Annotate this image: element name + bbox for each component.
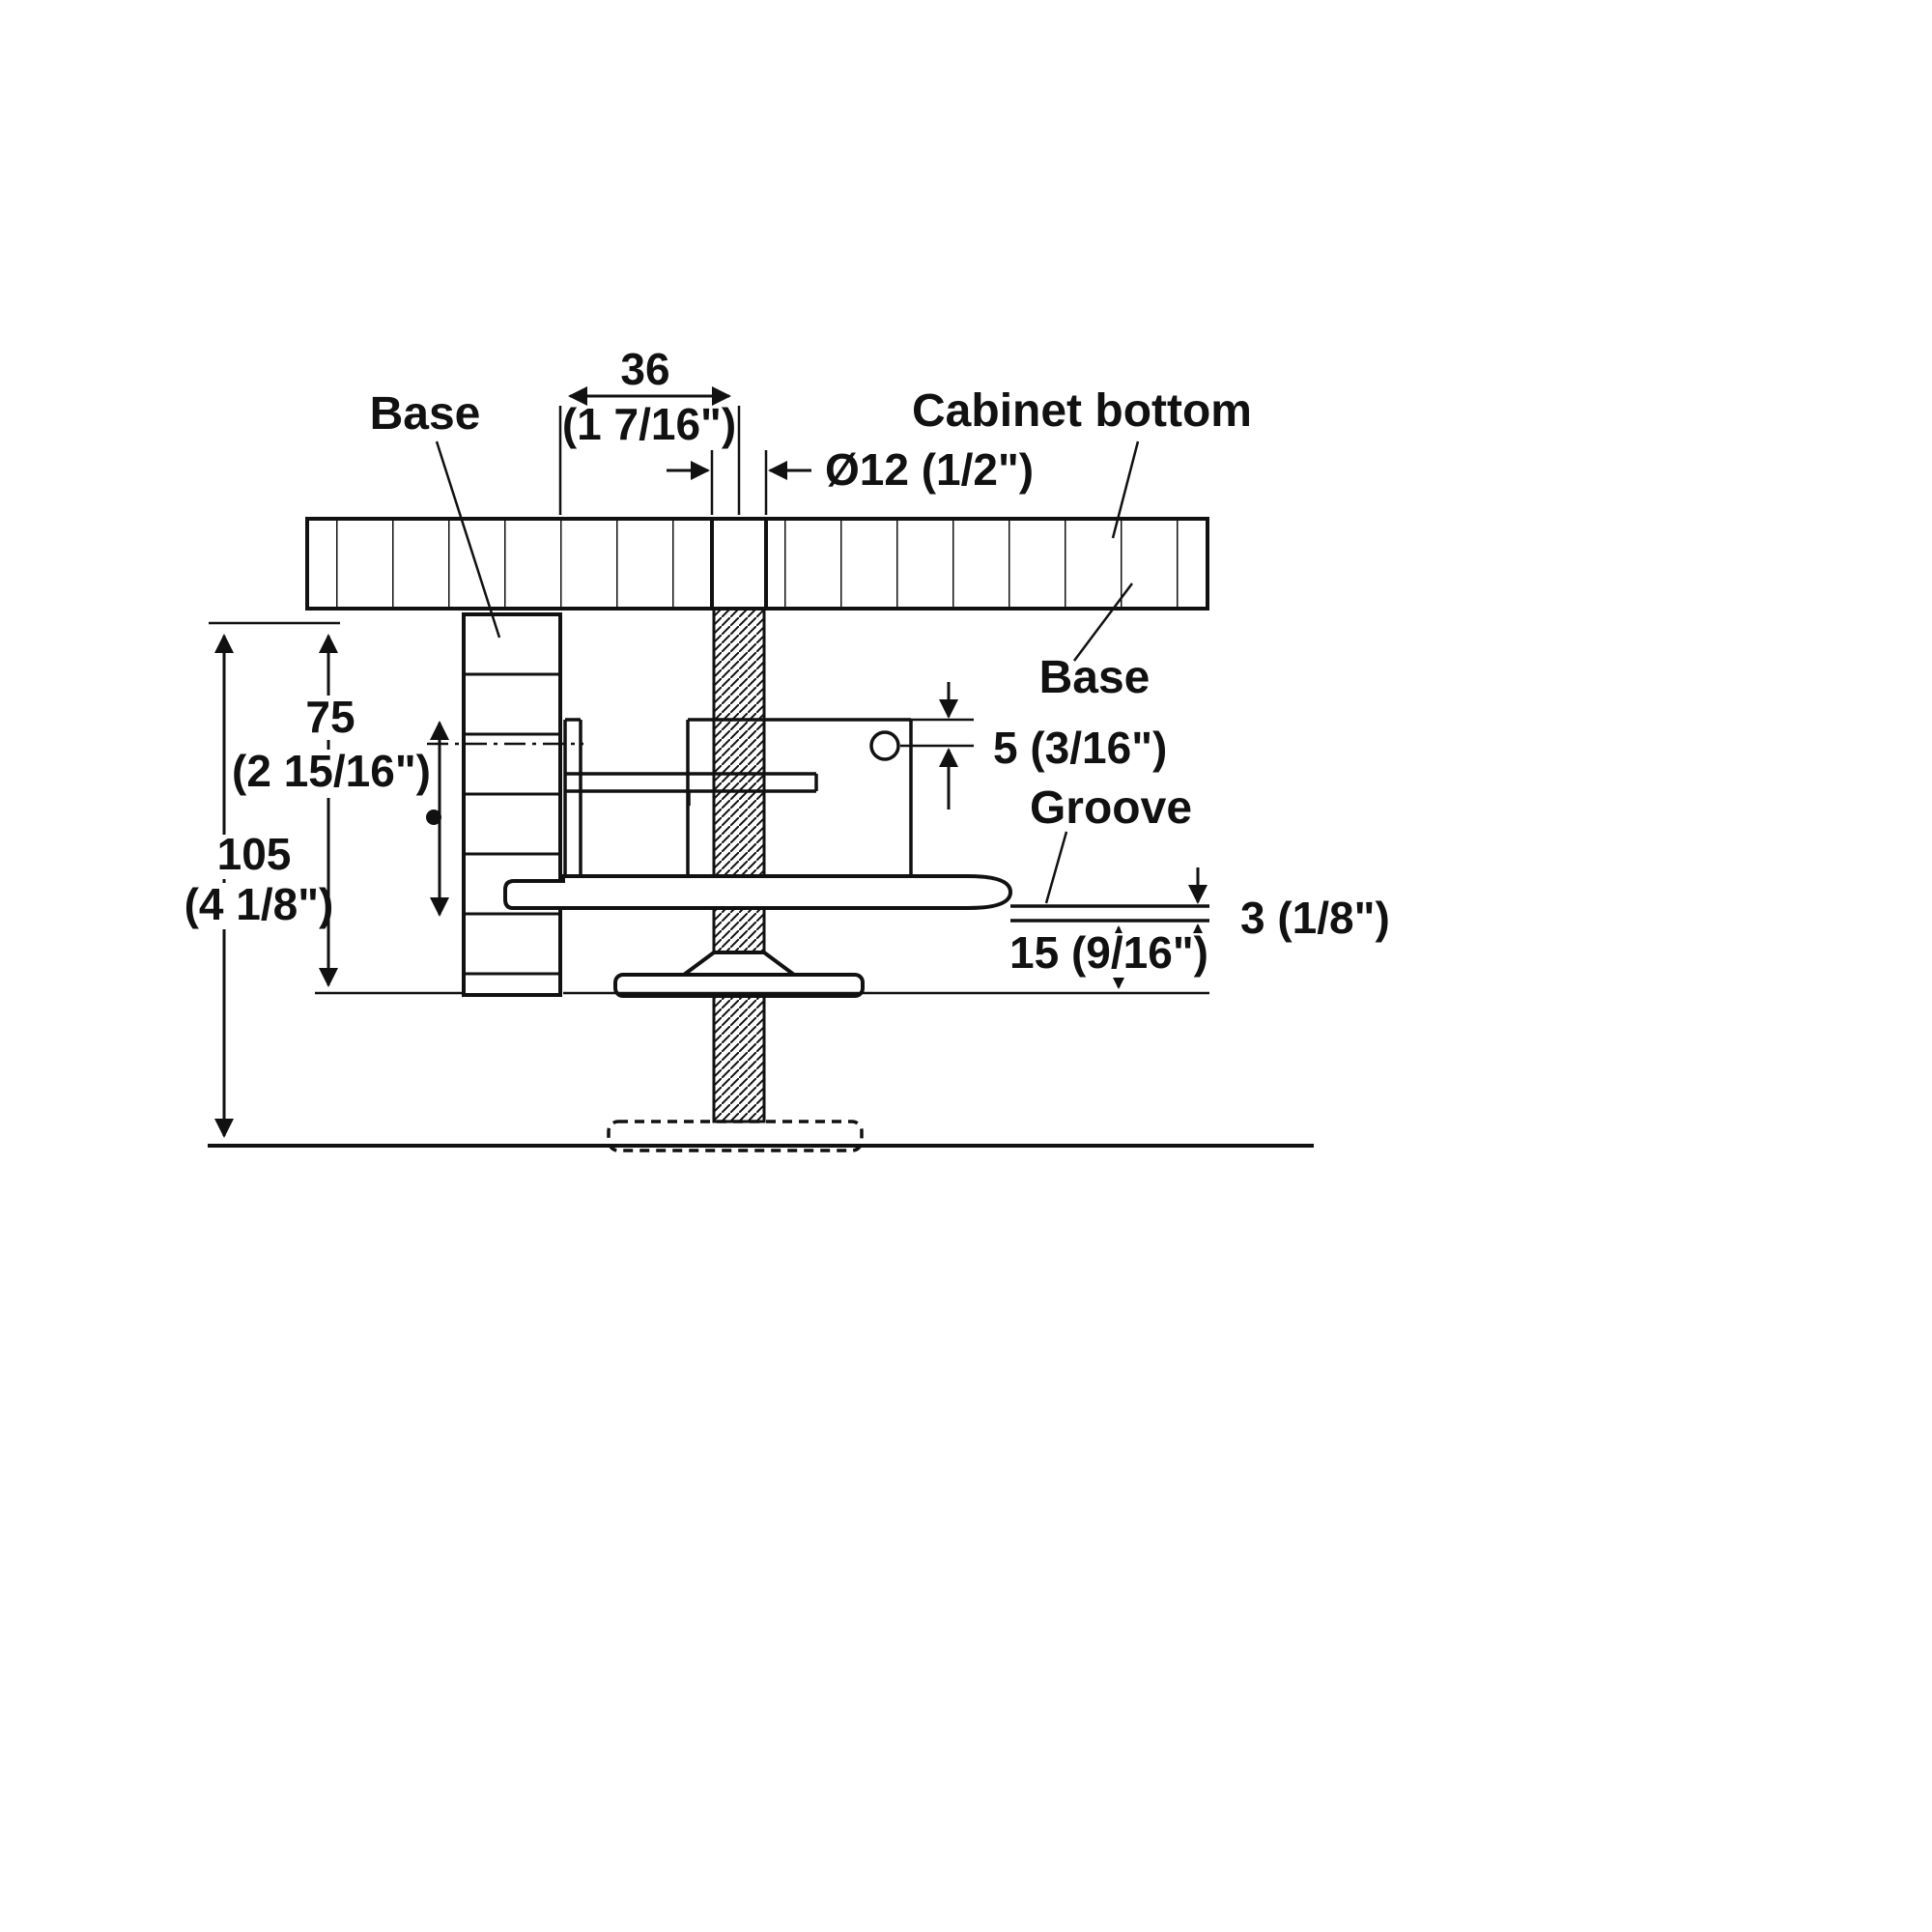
label-base-top: Base [370,388,481,440]
dim-75: 75 (2 15/16") [232,634,462,995]
dim-hole-label: Ø12 (1/2") [825,444,1034,495]
bottom-plate [503,874,1013,910]
fixing-hole [869,730,900,761]
dim-75-inch: (2 15/16") [232,746,431,796]
label-cabinet-bottom: Cabinet bottom [912,385,1252,437]
dim-75-mm: 75 [305,692,355,742]
label-groove: Groove [1030,782,1192,834]
threaded-spindle-lower [712,994,766,1123]
base-panel-left [462,612,562,997]
dim-105: 105 (4 1/8") [185,621,340,1138]
foot-cone [677,951,801,977]
leader-base-top [435,440,501,639]
reference-dot [426,810,441,825]
dim-105-mm: 105 [217,829,292,879]
dim-15: 15 (9/16") [563,925,1209,995]
groove-lines [1010,904,1209,923]
dim-5: 5 (3/16") [900,682,1167,810]
leader-groove [1044,831,1068,904]
clamping-bracket [563,718,582,874]
dim-3-label: 3 (1/8") [1240,893,1390,943]
panel-insert-block [710,517,768,611]
dim-hole-diameter: Ø12 (1/2") [667,444,1034,515]
dim-15-label: 15 (9/16") [1009,927,1208,978]
dim-3: 3 (1/8") [1188,867,1390,960]
dim-36-inch: (1 7/16") [562,399,736,449]
mounting-arm [566,772,818,806]
dim-36: 36 (1 7/16") [558,344,741,515]
adjustment-range-arrow [426,721,583,917]
leader-base-right [1073,582,1133,662]
dim-105-inch: (4 1/8") [185,879,334,929]
cabinet-bottom-panel [305,517,1209,611]
dim-5-label: 5 (3/16") [993,723,1167,773]
dim-36-mm: 36 [620,344,669,394]
leader-cabinet-bottom [1111,440,1140,539]
foot-plate-dashed [607,1120,864,1152]
label-base-right: Base [1039,652,1151,703]
